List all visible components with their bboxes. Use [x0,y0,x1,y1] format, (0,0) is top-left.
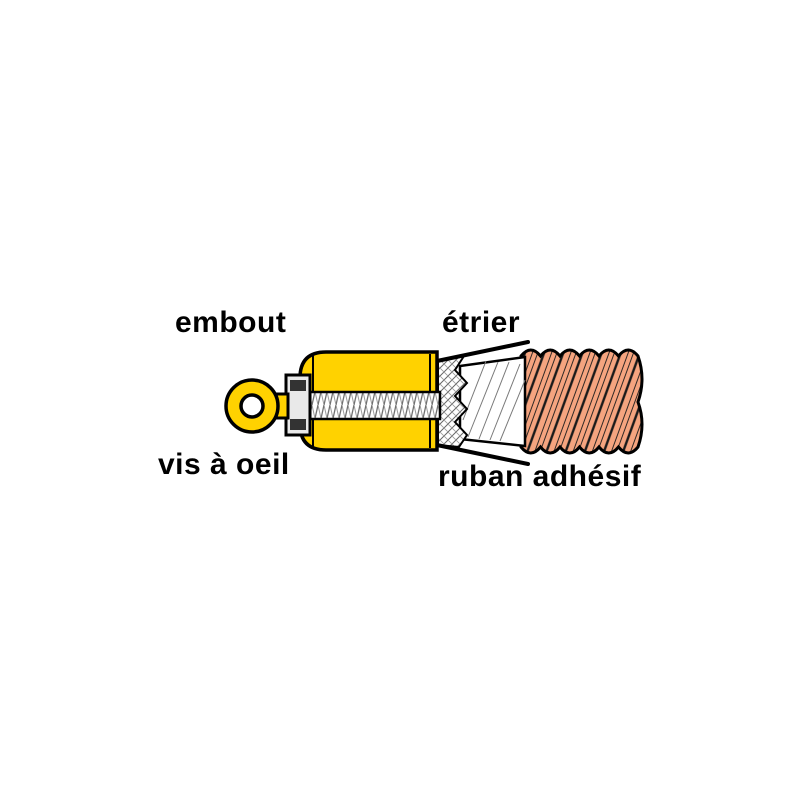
eye-screw [224,378,290,434]
rod-thread-texture [301,390,442,421]
adhesive-tape [458,355,527,448]
tape-hatching [462,360,526,442]
eye-ring-hole [239,393,265,419]
etrier-top-arm [435,340,530,363]
etrier-bottom-arm [435,443,530,466]
collar-bottom-block [290,419,306,430]
rope-strand-texture [521,350,642,453]
threaded-rod [301,390,442,421]
label-embout: embout [175,306,287,339]
screw-collar [284,373,312,437]
collar-top-block [290,380,306,391]
rope [519,348,644,455]
etrier-flare [435,340,530,466]
label-etrier: étrier [442,306,521,339]
label-vis-a-oeil: vis à oeil [158,448,290,481]
label-ruban-adhesif: ruban adhésif [438,460,642,493]
